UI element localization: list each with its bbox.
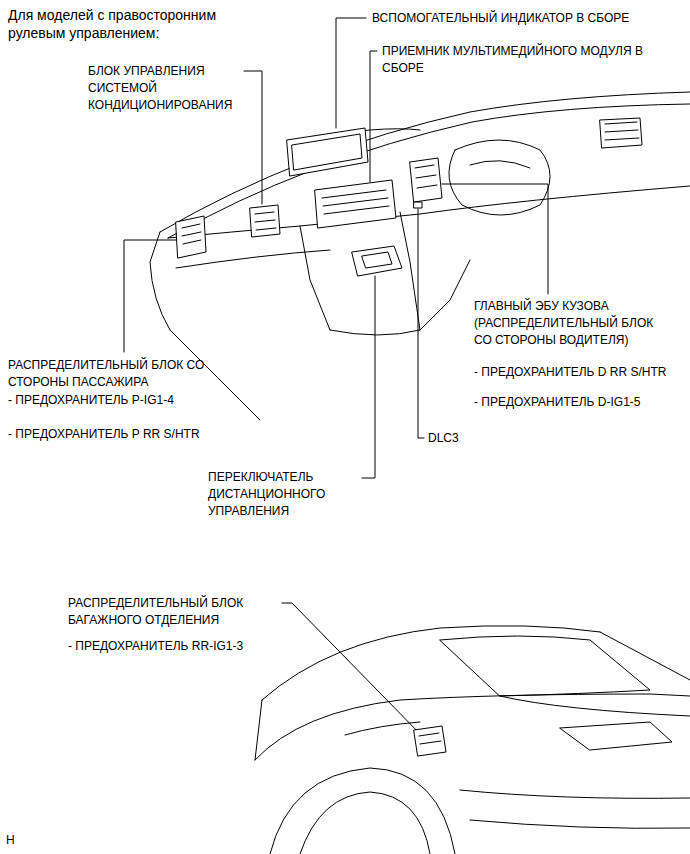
multimedia-receiver [315,180,396,228]
beltline [255,694,690,760]
part-name: ВСПОМОГАТЕЛЬНЫЙ ИНДИКАТОР В СБОРЕ [372,10,672,27]
part-name: БЛОК УПРАВЛЕНИЯ СИСТЕМОЙ КОНДИЦИОНИРОВАН… [88,63,243,114]
leader-line [362,276,375,478]
rear-window [440,636,650,696]
vent-slats [605,122,639,140]
wheel-arch [270,768,455,854]
part-name: ПЕРЕКЛЮЧАТЕЛЬ ДИСТАНЦИОННОГО УПРАВЛЕНИЯ [208,469,360,520]
leader-line [124,240,176,352]
dlc3-connector [414,202,422,208]
part-name: РАСПРЕДЕЛИТЕЛЬНЫЙ БЛОК БАГАЖНОГО ОТДЕЛЕН… [68,595,280,629]
fuse-name: - ПРЕДОХРАНИТЕЛЬ RR-IG1-3 [68,638,308,655]
door-line [170,330,260,420]
dash-top-line [160,92,690,232]
rear-bumper [460,790,690,798]
leader-line [442,184,548,294]
dashboard-drawing [150,92,690,420]
passenger-junction-block [176,216,206,258]
parts-drawing [176,128,442,276]
ac-grille [255,212,276,230]
display-screen [292,134,362,170]
main-body-ecu [410,158,442,202]
part-name: РАСПРЕДЕЛИТЕЛЬНЫЙ БЛОК СО СТОРОНЫ ПАССАЖ… [8,357,248,391]
leader-line [418,209,424,438]
block-details [182,224,201,244]
tail-light [560,722,672,750]
fuse-name: - ПРЕДОХРАНИТЕЛЬ P RR S/HTR [8,426,248,443]
leader-line [336,18,366,128]
bumper-lower [470,820,690,828]
right-vent [600,118,642,148]
figure-code: H [6,832,36,849]
floor-right [420,260,470,330]
left-pillar [150,232,170,330]
part-name: ГЛАВНЫЙ ЭБУ КУЗОВА (РАСПРЕДЕЛИТЕЛЬНЫЙ БЛ… [474,298,659,349]
car-rear-drawing [255,626,690,854]
fuel-door [345,722,420,735]
rear-wheel [300,792,430,854]
luggage-junction-block [414,726,446,756]
trunk-lid [500,696,690,716]
console-left [300,226,330,330]
door-edge [255,700,262,760]
part-name: ПРИЕМНИК МУЛЬТИМЕДИЙНОГО МОДУЛЯ В СБОРЕ [382,43,647,77]
block-details [419,733,441,744]
connector-name: DLC3 [428,430,488,447]
switch-knob [362,252,392,268]
ecu-details [415,165,437,188]
fuse-name: - ПРЕДОХРАНИТЕЛЬ D-IG1-5 [474,394,684,411]
steering-wheel [449,140,550,215]
page-title: Для моделей с правосторонним рулевым упр… [8,6,233,42]
steering-spoke [470,161,530,168]
receiver-buttons [322,190,389,214]
remote-touch-switch [352,246,402,276]
ac-control-unit [250,205,280,237]
fuse-name: - ПРЕДОХРАНИТЕЛЬ D RR S/HTR [474,364,684,381]
leader-line [370,51,377,182]
dash-top-edge [168,104,690,238]
console-right [400,212,420,330]
leader-line [244,71,262,204]
c-pillar [600,632,690,680]
auxiliary-display [287,128,368,176]
fuse-name: - ПРЕДОХРАНИТЕЛЬ P-IG1-4 [8,392,248,409]
